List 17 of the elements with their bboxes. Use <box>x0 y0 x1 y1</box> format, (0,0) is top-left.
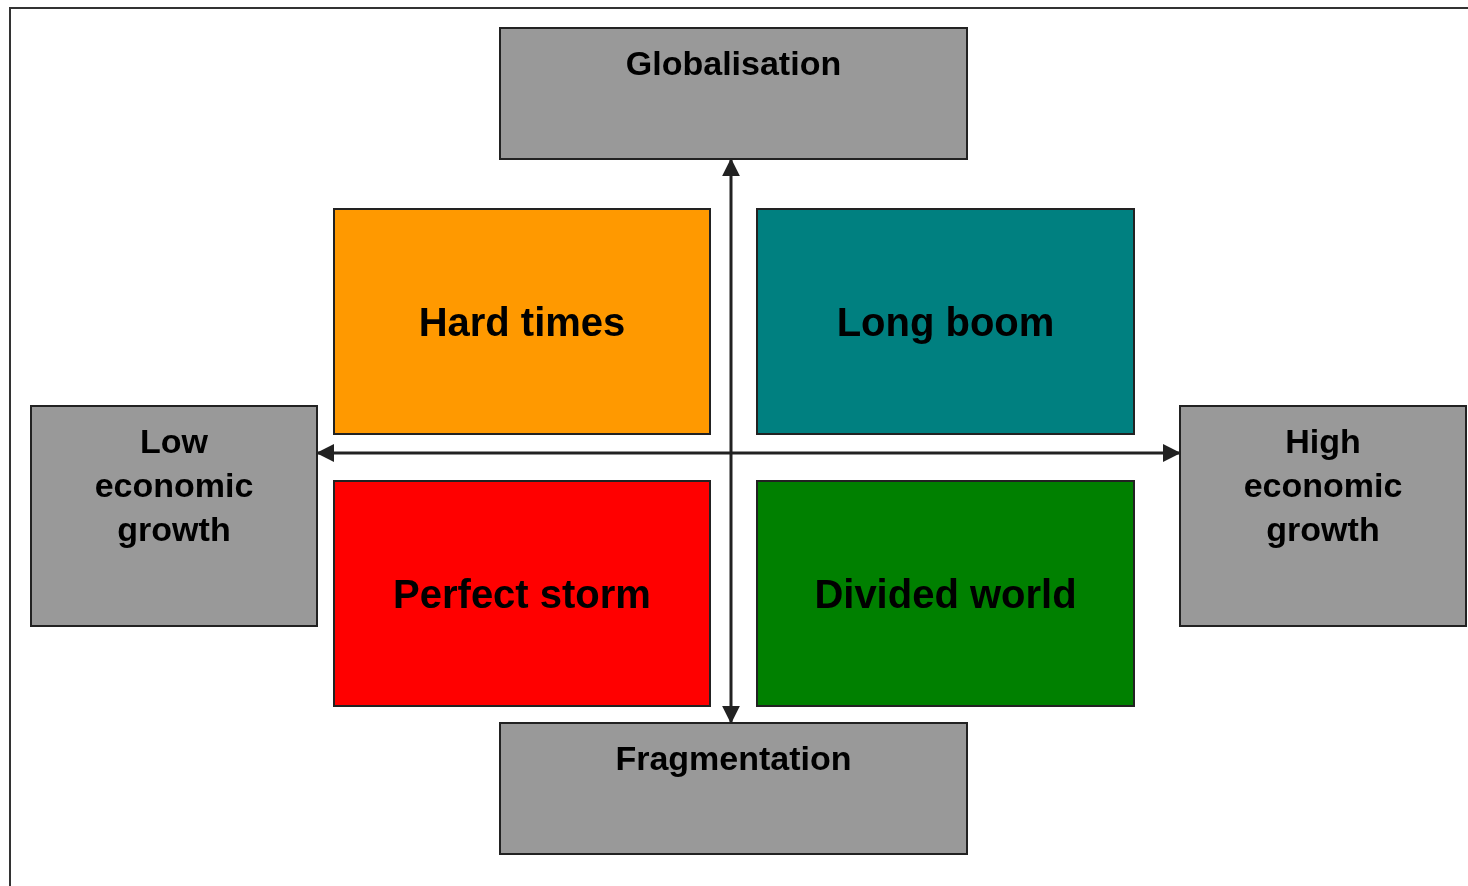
scenario-name: Long boom <box>836 298 1055 346</box>
scenario-name: Perfect storm <box>393 570 651 618</box>
axis-arrow <box>722 158 740 724</box>
scenario-box <box>333 480 711 707</box>
axis-label-box <box>499 722 968 855</box>
scenario-box <box>756 208 1135 435</box>
scenario-name: Hard times <box>418 298 626 346</box>
axis-label: Fragmentation <box>615 738 852 779</box>
axis-label: Globalisation <box>625 43 842 84</box>
axis-label: High economic growth <box>1242 421 1404 551</box>
axis-label-box <box>1179 405 1467 627</box>
scenario-name: Divided world <box>814 570 1077 618</box>
axis-label-box <box>499 27 968 160</box>
scenario-box <box>333 208 711 435</box>
axis-label: Low economic growth <box>93 421 255 551</box>
scenario-box <box>756 480 1135 707</box>
axis-label-box <box>30 405 318 627</box>
